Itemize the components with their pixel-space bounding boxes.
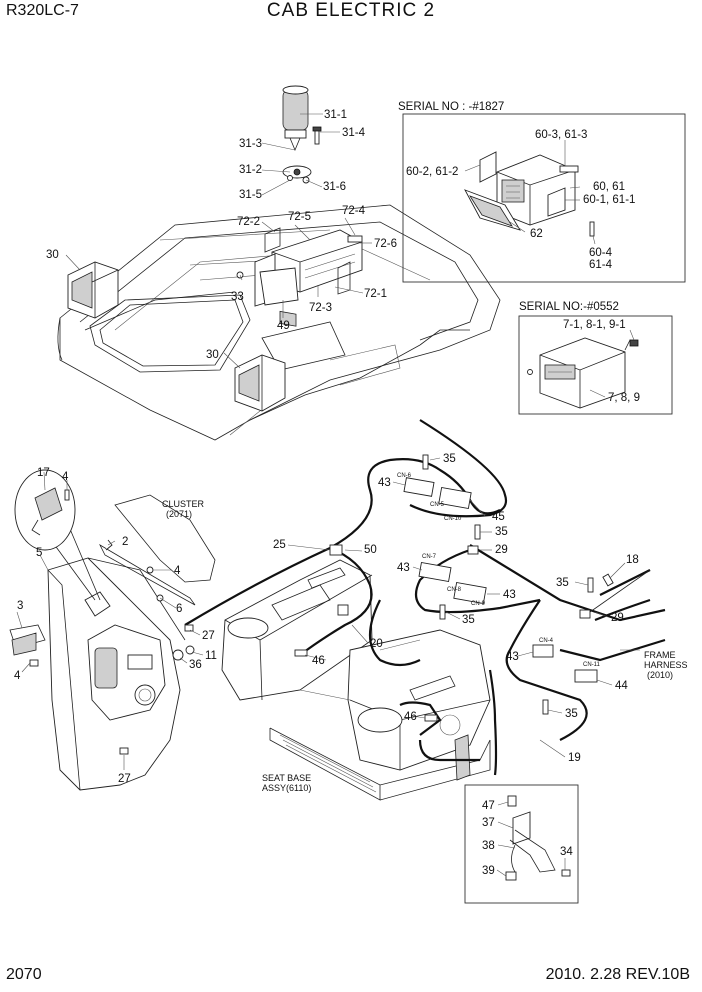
seat-assembly: [221, 559, 491, 801]
radio-unit: [236, 227, 363, 327]
part-label: 31-5: [239, 189, 262, 201]
part-label: 60-4: [589, 247, 613, 259]
part-label: 25: [273, 539, 286, 551]
part-label: 47: [482, 800, 495, 812]
model-code: R320LC-7: [6, 2, 79, 19]
connector-tag: CN-6: [397, 473, 412, 479]
part-label: 27: [202, 630, 215, 642]
frame-harness-note-2: HARNESS: [644, 660, 688, 670]
beacon-lamp: [282, 85, 322, 184]
connector-tag: CN-9: [471, 601, 486, 607]
part-label: 46: [312, 655, 325, 667]
part-label: 4: [174, 565, 181, 577]
part-label: 31-3: [239, 138, 262, 150]
connector-tag: CN-10: [444, 516, 462, 522]
part-label: 60-3, 61-3: [535, 129, 587, 141]
serial-0552-box: [518, 315, 673, 415]
serial-1827-box: [402, 113, 686, 283]
frame-harness-note-3: (2010): [647, 670, 673, 680]
part-label: 19: [568, 752, 581, 764]
part-label: 29: [495, 544, 508, 556]
part-label: 7, 8, 9: [608, 392, 640, 404]
part-label: 43: [503, 589, 516, 601]
cluster-note-2: (2071): [166, 509, 192, 519]
part-label: 31-2: [239, 164, 262, 176]
part-label: 35: [443, 453, 456, 465]
seat-base-note-1: SEAT BASE: [262, 773, 311, 783]
connector-clips: [29, 454, 651, 755]
connector-tag: CN-7: [422, 554, 437, 560]
part-label: 30: [46, 249, 59, 261]
connector-tag: CN-4: [539, 638, 554, 644]
part-label: 31-1: [324, 109, 347, 121]
serial-note-0552: SERIAL NO:-#0552: [519, 301, 619, 313]
cluster-note-1: CLUSTER: [162, 499, 205, 509]
part-label: 20: [370, 638, 383, 650]
part-label: 35: [495, 526, 508, 538]
connector-tag: CN-5: [430, 502, 445, 508]
part-label: 7-1, 8-1, 9-1: [563, 319, 626, 331]
part-label: 18: [626, 554, 639, 566]
part-label: 62: [530, 228, 543, 240]
part-label: 35: [565, 708, 578, 720]
part-label: 11: [205, 650, 217, 662]
part-label: 6: [176, 603, 182, 615]
part-label: 72-6: [374, 238, 397, 250]
revision-date: 2010. 2.28 REV.10B: [545, 966, 690, 983]
part-label: 35: [556, 577, 569, 589]
part-label: 30: [206, 349, 219, 361]
part-label: 27: [118, 773, 131, 785]
part-label: 39: [482, 865, 495, 877]
lower-detail-box: [464, 784, 579, 904]
part-label: 36: [189, 659, 202, 671]
part-label: 31-6: [323, 181, 346, 193]
part-label: 49: [277, 320, 290, 332]
page-title: CAB ELECTRIC 2: [266, 0, 436, 21]
part-label: 2: [122, 536, 128, 548]
part-label: 34: [560, 846, 573, 858]
part-label: 44: [615, 680, 628, 692]
part-label: 72-5: [288, 211, 311, 223]
part-label: 3: [17, 600, 23, 612]
part-label: 45: [492, 511, 505, 523]
part-label: 61-4: [589, 259, 613, 271]
part-label: 60-1, 61-1: [583, 194, 635, 206]
work-lamp-left: [67, 261, 119, 319]
part-label: 35: [462, 614, 475, 626]
part-number-labels: 31-1 31-4 31-3 31-2 31-5 31-6 72-2 72-5 …: [14, 109, 640, 877]
part-label: 38: [482, 840, 495, 852]
part-label: 50: [364, 544, 377, 556]
part-label: 17: [37, 467, 50, 479]
part-label: 4: [14, 670, 21, 682]
part-label: 43: [506, 651, 519, 663]
side-console: [9, 539, 196, 791]
part-label: 46: [404, 711, 417, 723]
connector-tag: CN-11: [583, 662, 601, 668]
part-label: 60, 61: [593, 181, 625, 193]
cluster-outline: [114, 494, 216, 583]
seat-base-note-2: ASSY(6110): [262, 783, 311, 793]
switch-detail: [31, 487, 70, 536]
part-label: 43: [397, 562, 410, 574]
part-label: 31-4: [342, 127, 366, 139]
part-label: 5: [36, 547, 42, 559]
part-label: 72-2: [237, 216, 260, 228]
part-label: 72-1: [364, 288, 387, 300]
part-label: 37: [482, 817, 495, 829]
page-number: 2070: [6, 966, 42, 983]
connector-tag: CN-8: [447, 587, 462, 593]
part-label: 33: [231, 291, 244, 303]
part-label: 60-2, 61-2: [406, 166, 458, 178]
part-label: 72-4: [342, 205, 366, 217]
serial-note-1827: SERIAL NO : -#1827: [398, 101, 504, 113]
part-label: 72-3: [309, 302, 332, 314]
part-label: 4: [62, 471, 69, 483]
frame-harness-note-1: FRAME: [644, 650, 676, 660]
leader-lines: [16, 113, 640, 877]
work-lamp-right: [234, 354, 286, 412]
part-label: 29: [611, 612, 624, 624]
part-label: 43: [378, 477, 391, 489]
